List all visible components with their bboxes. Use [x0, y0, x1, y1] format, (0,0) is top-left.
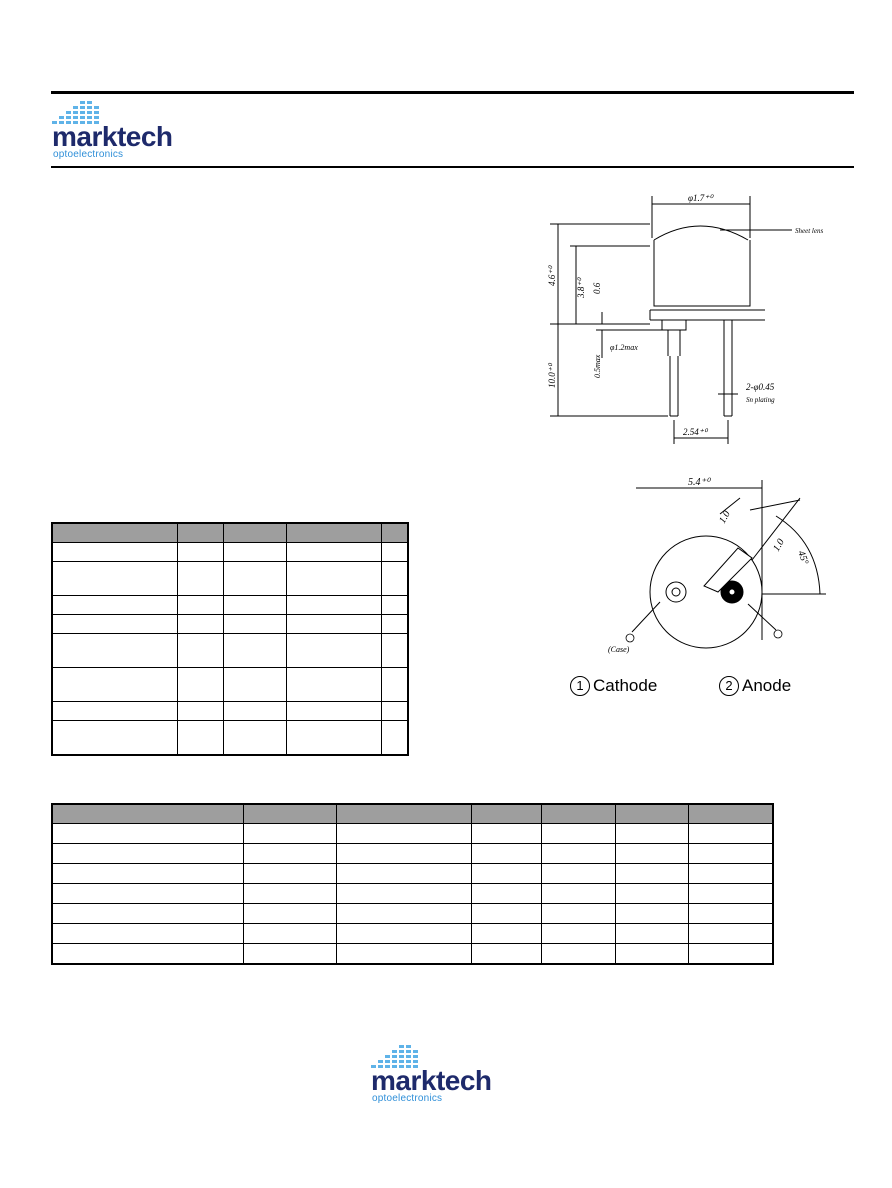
table-header-cell: [336, 803, 472, 824]
table-header-cell: [223, 522, 287, 543]
table-row: [51, 701, 409, 721]
table-header-cell: [471, 803, 542, 824]
table-header-cell: [381, 522, 409, 543]
table-row: [51, 863, 774, 884]
bottom-case-label: (Case): [608, 645, 630, 654]
table-header-cell: [243, 803, 337, 824]
table-header-cell: [51, 522, 178, 543]
table-row: [51, 943, 774, 965]
table-header-cell: [51, 803, 244, 824]
header-bottom-rule: [51, 166, 854, 168]
header-logo: marktech optoelectronics: [52, 101, 212, 161]
package-bottom-view-drawing: 5.4⁺⁰ 1.0 1.0 45° (Case): [608, 477, 826, 654]
dim-tab-width: 1.0: [717, 509, 733, 525]
header-top-rule: [51, 91, 854, 94]
table-row: [51, 720, 409, 756]
table-row: [51, 542, 409, 562]
dim-bottom-width: 5.4⁺⁰: [688, 477, 712, 488]
electro-optical-table: [51, 803, 774, 965]
table-row: [51, 883, 774, 904]
dim-rim-height: 0.6: [592, 282, 602, 294]
table-row: [51, 561, 409, 596]
table-row: [51, 667, 409, 702]
table-row: [51, 595, 409, 615]
table-row: [51, 843, 774, 864]
table-header-cell: [615, 803, 689, 824]
dim-lead-length: 10.0⁺⁰: [547, 362, 557, 388]
dim-stub-height: 0.5max: [593, 354, 602, 378]
logo-wordmark: marktech: [371, 1065, 492, 1096]
table-header-cell: [286, 522, 382, 543]
dim-plating-label: Sn plating: [746, 396, 775, 404]
dim-body-height: 3.8⁺⁰: [576, 277, 586, 299]
logo-bars-icon: [52, 101, 99, 124]
footer-logo: marktech optoelectronics: [371, 1045, 531, 1105]
table-row: [51, 903, 774, 924]
logo-subtitle: optoelectronics: [53, 149, 124, 160]
table-row: [51, 823, 774, 844]
table-header-cell: [541, 803, 616, 824]
pin-number-2: 2: [719, 676, 739, 696]
pin-name-2: Anode: [742, 676, 792, 695]
dim-lead-pitch: 2.54⁺⁰: [683, 427, 709, 437]
table-row: [51, 633, 409, 668]
table-row: [51, 614, 409, 634]
logo-bars-icon: [371, 1045, 418, 1068]
pin-number-1: 1: [570, 676, 590, 696]
table-header-cell: [688, 803, 774, 824]
dim-lead-diameter: 2-φ0.45: [746, 382, 775, 392]
dim-angle: 45°: [795, 549, 810, 566]
logo-subtitle: optoelectronics: [372, 1093, 443, 1104]
package-side-view-drawing: φ1.7⁺⁰ Sheet lens 4.6⁺⁰ 3.8⁺⁰ 0.6 10.0⁺⁰…: [547, 193, 823, 444]
logo-wordmark: marktech: [52, 121, 173, 152]
table-header-row: [51, 803, 774, 824]
dim-tab-height: 1.0: [771, 537, 787, 553]
dim-lens-label: Sheet lens: [795, 227, 823, 235]
table-row: [51, 923, 774, 944]
dim-stub-diameter: φ1.2max: [610, 343, 638, 352]
table-header-cell: [177, 522, 224, 543]
absolute-ratings-table: [51, 522, 409, 756]
dim-top-diameter: φ1.7⁺⁰: [688, 193, 714, 203]
dim-total-height: 4.6⁺⁰: [547, 265, 557, 286]
pin-name-1: Cathode: [593, 676, 658, 695]
table-header-row: [51, 522, 409, 543]
